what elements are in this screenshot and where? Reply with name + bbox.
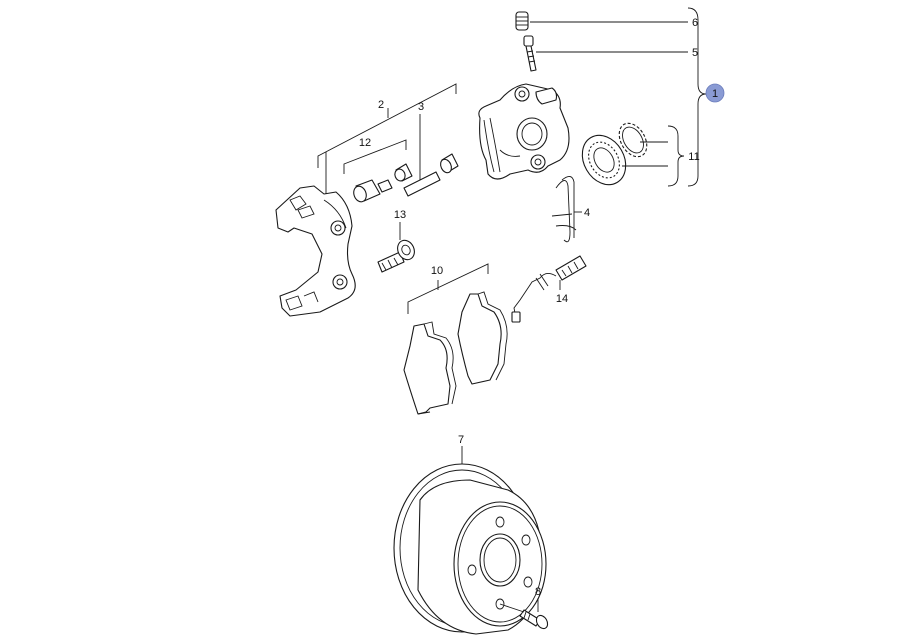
guide-sleeve-part[interactable] <box>352 179 393 204</box>
bracket-11 <box>622 125 685 187</box>
guide-pin-part[interactable] <box>403 153 459 197</box>
brake-disc-part[interactable] <box>393 463 547 635</box>
caliper-carrier-part[interactable] <box>275 185 356 317</box>
callout-12-label[interactable]: 12 <box>359 137 371 149</box>
bleeder-screw-part[interactable] <box>523 35 537 72</box>
callout-11-label[interactable]: 11 <box>688 151 699 163</box>
callout-10-label[interactable]: 10 <box>431 265 443 277</box>
caliper-housing-part[interactable] <box>478 83 570 180</box>
bracket-10 <box>407 263 489 314</box>
callout-2-label[interactable]: 2 <box>378 99 384 111</box>
brake-pad-inner-part[interactable] <box>403 321 457 415</box>
carrier-bolt-part[interactable] <box>377 238 417 273</box>
bleeder-cap-part[interactable] <box>515 11 529 31</box>
wire-clip-part[interactable] <box>551 176 577 243</box>
guide-bolt-part[interactable] <box>393 163 413 182</box>
callout-7-label[interactable]: 7 <box>458 434 464 446</box>
bracket-12 <box>343 139 407 174</box>
wear-sensor-part[interactable] <box>511 255 587 323</box>
piston-seal-kit-part[interactable] <box>574 118 653 192</box>
brake-pad-outer-part[interactable] <box>457 291 508 385</box>
callout-5-label[interactable]: 5 <box>692 47 698 59</box>
callout-1-label: 1 <box>712 88 718 100</box>
callout-1[interactable]: 1 <box>705 83 725 103</box>
callout-4-label[interactable]: 4 <box>584 207 590 219</box>
bracket-2 <box>317 83 457 168</box>
callout-8-label[interactable]: 8 <box>535 586 541 598</box>
leader-line-8b <box>499 603 525 613</box>
callout-14-label[interactable]: 14 <box>556 293 568 305</box>
callout-6-label[interactable]: 6 <box>692 17 698 29</box>
disc-screw-part[interactable] <box>519 609 550 631</box>
callout-3-label[interactable]: 3 <box>418 101 424 113</box>
callout-1-highlight <box>705 83 725 103</box>
callout-13-label[interactable]: 13 <box>394 209 406 221</box>
